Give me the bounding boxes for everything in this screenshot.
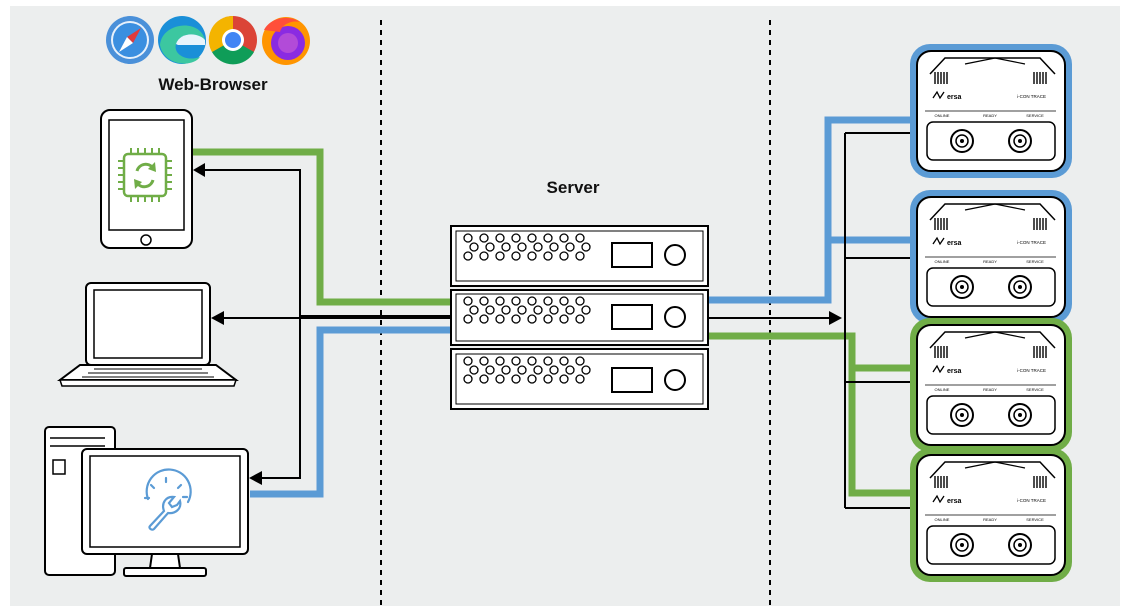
connector-right [1008, 403, 1032, 427]
arrowhead-laptop [211, 311, 224, 325]
blue-link-station-1 [706, 116, 912, 304]
arrow-line-tablet [198, 169, 458, 317]
green-link-tablet-server [192, 148, 458, 306]
gauge-wrench-icon [143, 468, 192, 531]
station-model-label: i-CON TRACE [1017, 240, 1046, 245]
green-link-station-4 [706, 332, 912, 497]
station-status-label: ONLINE [935, 517, 950, 522]
station-model-label: i-CON TRACE [1017, 94, 1046, 99]
station-brand-label: ersa [947, 498, 962, 505]
server-label: Server [547, 178, 600, 197]
connector-left [950, 533, 974, 557]
station-brand-label: ersa [947, 240, 962, 247]
station-status-label: SERVICE [1026, 387, 1044, 392]
connector-right [1008, 533, 1032, 557]
station-status-label: ONLINE [935, 259, 950, 264]
connector-right [1008, 129, 1032, 153]
browser-group-label: Web-Browser [158, 75, 268, 94]
station-3: ersa i-CON TRACE ONLINE READY SERVICE [910, 318, 1072, 452]
station-model-label: i-CON TRACE [1017, 498, 1046, 503]
station-2: ersa i-CON TRACE ONLINE READY SERVICE [910, 190, 1072, 324]
station-brand-label: ersa [947, 368, 962, 375]
arrow-line-desktop [258, 316, 301, 479]
connector-left [950, 403, 974, 427]
station-status-label: ONLINE [935, 113, 950, 118]
station-status-label: SERVICE [1026, 259, 1044, 264]
chrome-icon [208, 15, 257, 65]
laptop [57, 282, 239, 387]
arrowhead-desktop [249, 471, 262, 485]
station-1: ersa i-CON TRACE ONLINE READY SERVICE [910, 44, 1072, 178]
connector-left [950, 129, 974, 153]
arrowhead-stations [829, 311, 842, 325]
desktop-pc [44, 426, 249, 577]
soldering-stations: ersa i-CON TRACE ONLINE READY SERVICE ersa i-C… [910, 44, 1072, 582]
safari-icon [106, 16, 154, 64]
station-status-label: SERVICE [1026, 517, 1044, 522]
server [450, 225, 709, 410]
station-status-label: READY [983, 259, 997, 264]
station-status-label: SERVICE [1026, 113, 1044, 118]
connector-right [1008, 275, 1032, 299]
station-model-label: i-CON TRACE [1017, 368, 1046, 373]
blue-link-desktop-server [250, 326, 458, 498]
station-brand-label: ersa [947, 94, 962, 101]
arrowhead-tablet [193, 163, 205, 177]
tablet [100, 109, 193, 249]
station-status-label: READY [983, 517, 997, 522]
firefox-icon [262, 17, 310, 65]
chip-sync-icon [118, 148, 172, 202]
station-status-label: READY [983, 113, 997, 118]
station-status-label: READY [983, 387, 997, 392]
edge-icon [158, 16, 206, 64]
connector-left [950, 275, 974, 299]
station-status-label: ONLINE [935, 387, 950, 392]
station-4: ersa i-CON TRACE ONLINE READY SERVICE [910, 448, 1072, 582]
